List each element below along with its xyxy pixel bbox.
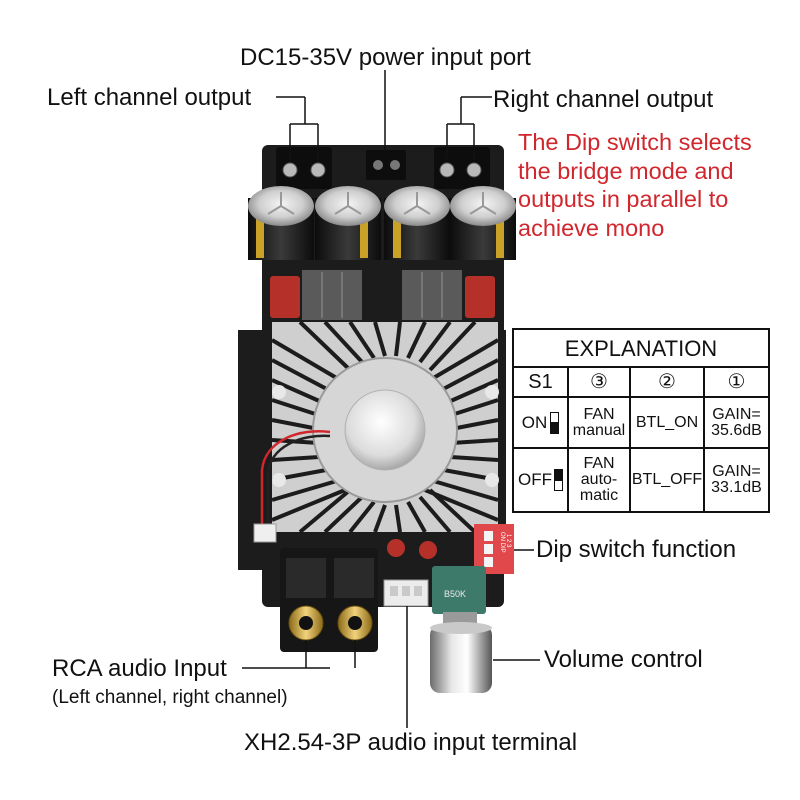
fan-mode-cont: matic xyxy=(579,487,619,504)
heatsink xyxy=(270,320,500,534)
xh-terminal-label: XH2.54-3P audio input terminal xyxy=(244,729,578,756)
off-state-label: OFF xyxy=(518,470,552,489)
small-capacitor-1 xyxy=(387,539,405,557)
row-off-btl: BTL_OFF xyxy=(631,471,703,488)
dip-note-line: The Dip switch selects xyxy=(518,129,752,155)
rca-audio-input-label: RCA audio Input xyxy=(52,655,227,682)
switch-on-icon xyxy=(550,411,560,434)
switch-off-icon xyxy=(554,469,563,491)
right-output-terminals xyxy=(434,147,490,189)
explanation-table: EXPLANATION S1 ③ ② ① ON FAN manual BTL_O… xyxy=(512,328,770,513)
dip-switch: ON DIP 1 2 3 xyxy=(474,524,514,574)
header-circled-2: ② xyxy=(658,371,676,393)
dip-note-line: outputs in parallel to xyxy=(518,186,729,212)
row-on-fan: FAN manual xyxy=(569,398,629,447)
header-s1: S1 xyxy=(528,371,553,393)
gain-value: 35.6dB xyxy=(711,421,762,439)
gain-label: GAIN= xyxy=(712,405,761,423)
film-capacitor-right xyxy=(465,276,495,318)
fan-hub xyxy=(344,389,426,471)
volume-control-label: Volume control xyxy=(544,646,703,673)
left-output-terminals xyxy=(276,147,332,189)
dip-on-label: ON DIP xyxy=(499,532,505,553)
row-off-gain: GAIN= 33.1dB xyxy=(705,449,768,511)
left-channel-output-label: Left channel output xyxy=(47,84,252,111)
capacitor-2 xyxy=(315,186,381,260)
rca-jacks xyxy=(280,548,378,652)
fan-label: FAN xyxy=(583,405,615,423)
gain-value: 33.1dB xyxy=(711,479,762,496)
inductor-left xyxy=(302,270,362,320)
small-capacitor-2 xyxy=(419,541,437,559)
film-capacitor-left xyxy=(270,276,300,318)
row-off-state: OFF xyxy=(514,449,567,511)
volume-potentiometer: B50K xyxy=(432,566,486,628)
pointer-lines xyxy=(242,70,540,728)
header-circled-3: ③ xyxy=(590,371,608,393)
row-on-gain: GAIN= 35.6dB xyxy=(705,398,768,447)
row-on-state: ON xyxy=(514,398,567,447)
capacitor-1 xyxy=(248,186,314,260)
pot-label: B50K xyxy=(444,589,466,599)
inductor-right xyxy=(402,270,462,320)
gain-label: GAIN= xyxy=(712,463,761,480)
capacitor-4 xyxy=(450,186,516,260)
table-title: EXPLANATION xyxy=(514,330,768,368)
on-state-label: ON xyxy=(521,412,548,432)
row-on-btl: BTL_ON xyxy=(635,413,699,431)
rca-audio-input-sublabel: (Left channel, right channel) xyxy=(52,687,288,708)
fan-connector xyxy=(253,523,277,543)
dip-mono-note: The Dip switch selects the bridge mode a… xyxy=(518,128,752,242)
header-circled-1: ① xyxy=(727,371,746,393)
dip-note-line: the bridge mode and xyxy=(518,157,734,184)
dip-switch-function-label: Dip switch function xyxy=(536,536,737,563)
dip-note-line: achieve mono xyxy=(518,214,665,241)
fan-mode: auto- xyxy=(580,471,618,488)
fan-mode: manual xyxy=(572,421,626,439)
volume-knob xyxy=(430,622,492,693)
fan-label: FAN xyxy=(583,455,615,472)
right-channel-output-label: Right channel output xyxy=(493,86,714,113)
capacitor-3 xyxy=(384,186,450,260)
row-off-fan: FAN auto- matic xyxy=(569,449,629,511)
dip-numbers: 1 2 3 xyxy=(505,534,511,548)
power-input-terminal xyxy=(366,150,406,180)
power-input-label: DC15-35V power input port xyxy=(240,44,531,71)
